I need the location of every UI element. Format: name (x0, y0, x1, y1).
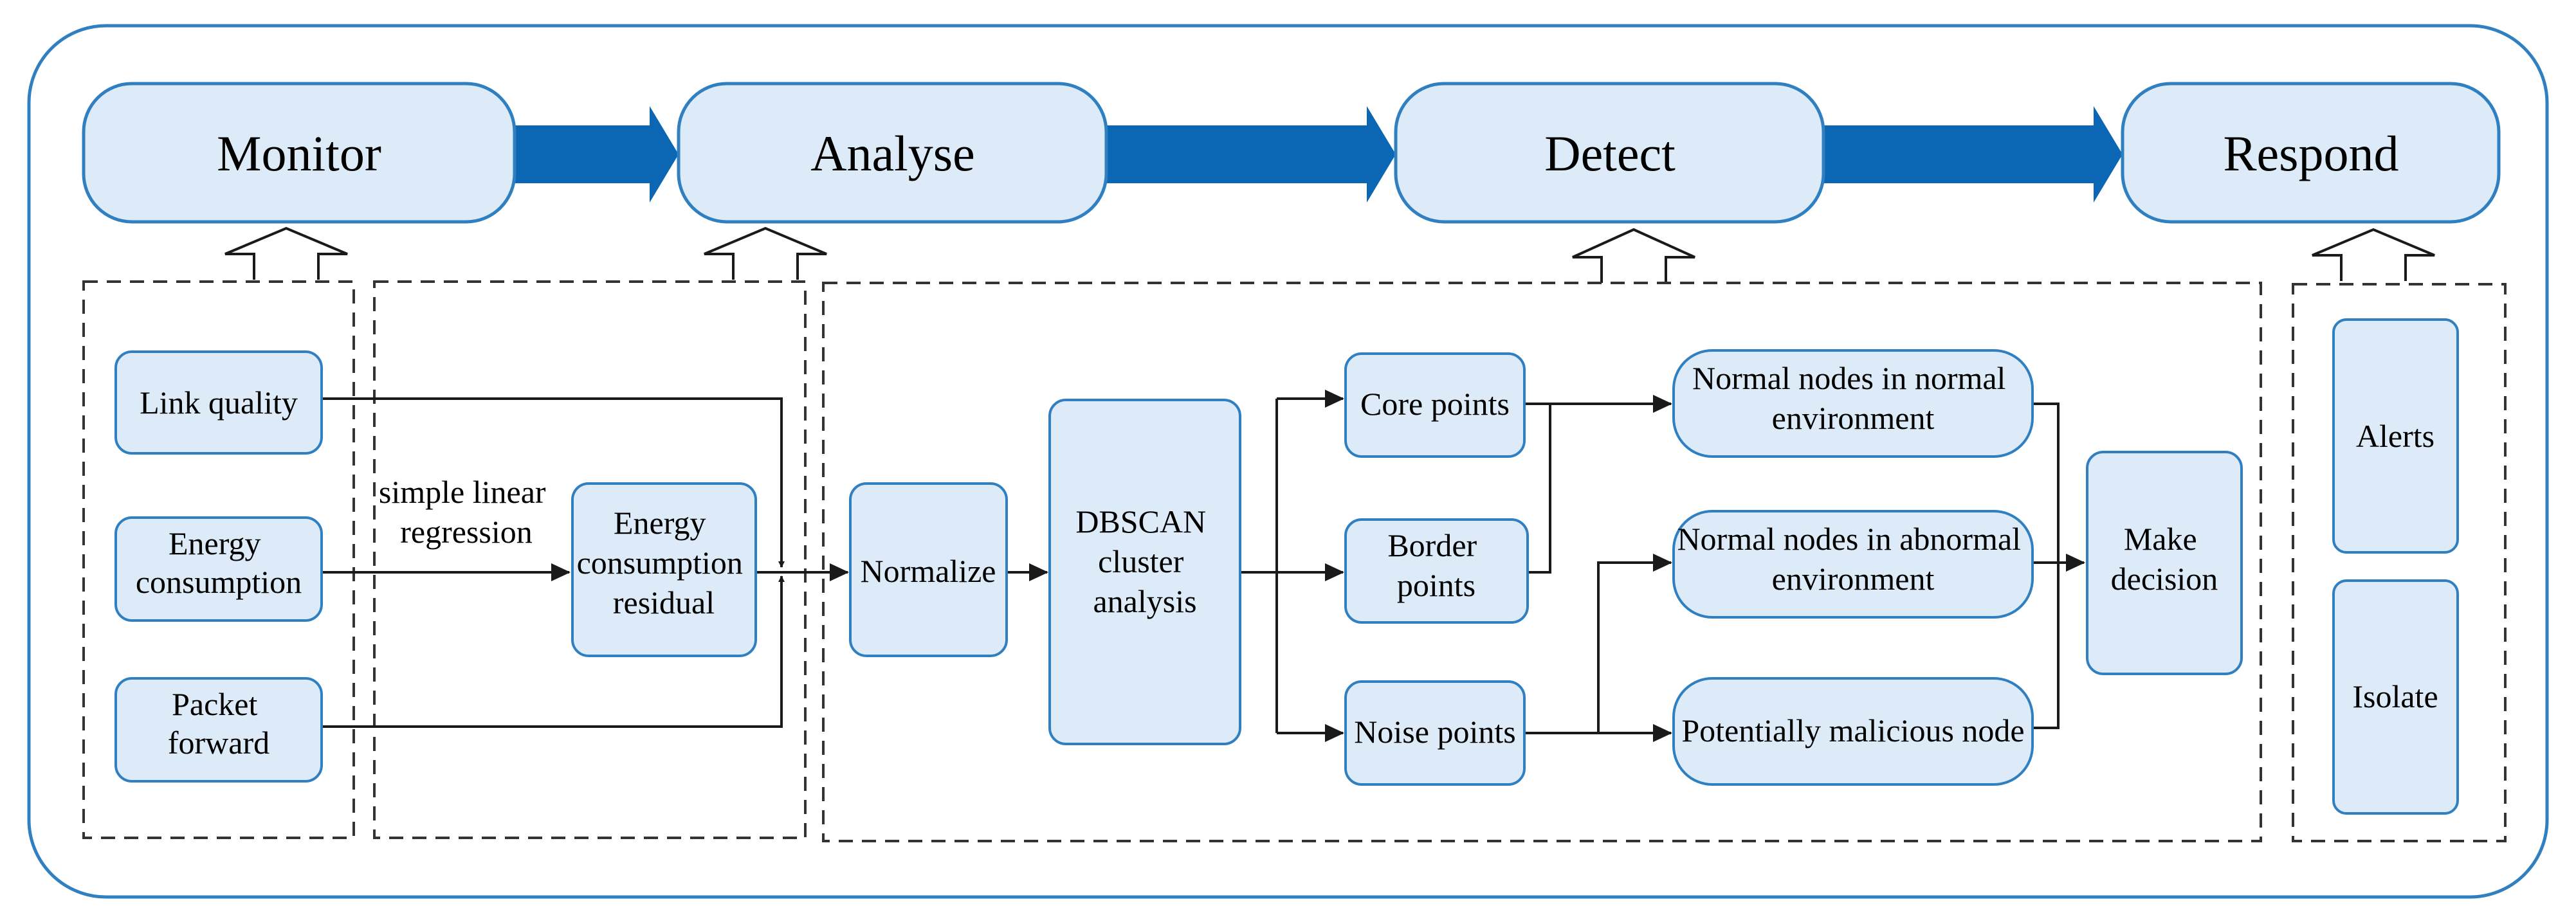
input-link-quality[interactable]: Link quality (114, 350, 323, 455)
residual-box-label: Energy consumption residual (577, 505, 751, 621)
input-packet-forward-label: Packet forward (168, 686, 269, 761)
respond-group (2292, 283, 2507, 842)
normal-nodes-abnormal-env-label: Normal nodes in abnormal environment (1677, 521, 2029, 597)
border-points-box[interactable]: Border points (1344, 518, 1529, 624)
line-normal-to-collector (2032, 403, 2060, 729)
stage-flow-arrows (515, 106, 2123, 203)
stage-detect[interactable]: Detect (1394, 82, 1825, 224)
normal-nodes-normal-env-box[interactable]: Normal nodes in normal environment (1672, 349, 2034, 458)
up-arrow-detect (1572, 228, 1695, 283)
group-frames (82, 280, 2507, 842)
monitor-group (82, 280, 355, 839)
normalize-box[interactable]: Normalize (849, 482, 1008, 657)
line-noise-to-abnormal (1597, 554, 1672, 733)
line-border-up (1528, 404, 1551, 574)
noise-points-box[interactable]: Noise points (1344, 680, 1526, 786)
normal-nodes-abnormal-env-box[interactable]: Normal nodes in abnormal environment (1672, 510, 2034, 619)
flow-arrow-detect-respond (1823, 106, 2123, 203)
make-decision-label: Make decision (2111, 521, 2218, 597)
line-packet-forward (322, 575, 785, 728)
input-packet-forward[interactable]: Packet forward (114, 677, 323, 783)
connectors (322, 390, 2085, 742)
flow-arrow-analyse-detect (1106, 106, 1396, 203)
alerts-box[interactable]: Alerts (2332, 318, 2459, 554)
up-arrow-monitor (224, 226, 348, 280)
up-arrow-respond (2312, 228, 2435, 281)
noise-points-label: Noise points (1354, 714, 1515, 750)
stage-analyse-label: Analyse (810, 125, 975, 181)
flow-arrow-monitor-analyse (515, 106, 679, 203)
residual-box[interactable]: Energy consumption residual (571, 482, 757, 657)
alerts-label: Alerts (2356, 418, 2434, 454)
malicious-node-label: Potentially malicious node (1681, 712, 2024, 748)
normalize-box-label: Normalize (860, 553, 996, 589)
regression-label: simple linear regression (379, 474, 554, 550)
detect-group (822, 282, 2262, 842)
dbscan-box-label: DBSCAN cluster analysis (1075, 503, 1214, 619)
stage-monitor[interactable]: Monitor (82, 82, 516, 224)
border-points-label: Border points (1387, 527, 1484, 603)
input-link-quality-label: Link quality (140, 385, 298, 421)
outer-frame (27, 24, 2549, 899)
core-points-box[interactable]: Core points (1344, 352, 1526, 458)
analyse-group (373, 280, 807, 839)
stage-respond[interactable]: Respond (2121, 82, 2501, 224)
input-energy-consumption-label: Energy consumption (136, 525, 302, 600)
core-points-label: Core points (1360, 386, 1510, 422)
dbscan-box[interactable]: DBSCAN cluster analysis (1048, 399, 1241, 745)
isolate-label: Isolate (2352, 678, 2438, 714)
up-arrows (224, 226, 2435, 283)
stage-monitor-label: Monitor (217, 125, 381, 181)
up-arrow-analyse (704, 226, 827, 280)
stage-analyse[interactable]: Analyse (677, 82, 1108, 224)
stage-detect-label: Detect (1544, 125, 1676, 181)
line-link-quality (322, 397, 785, 568)
make-decision-box[interactable]: Make decision (2086, 451, 2243, 675)
normal-nodes-normal-env-label: Normal nodes in normal environment (1692, 360, 2014, 436)
stage-respond-label: Respond (2224, 125, 2399, 181)
malicious-node-box[interactable]: Potentially malicious node (1672, 677, 2034, 786)
input-energy-consumption[interactable]: Energy consumption (114, 516, 323, 622)
isolate-box[interactable]: Isolate (2332, 579, 2459, 815)
